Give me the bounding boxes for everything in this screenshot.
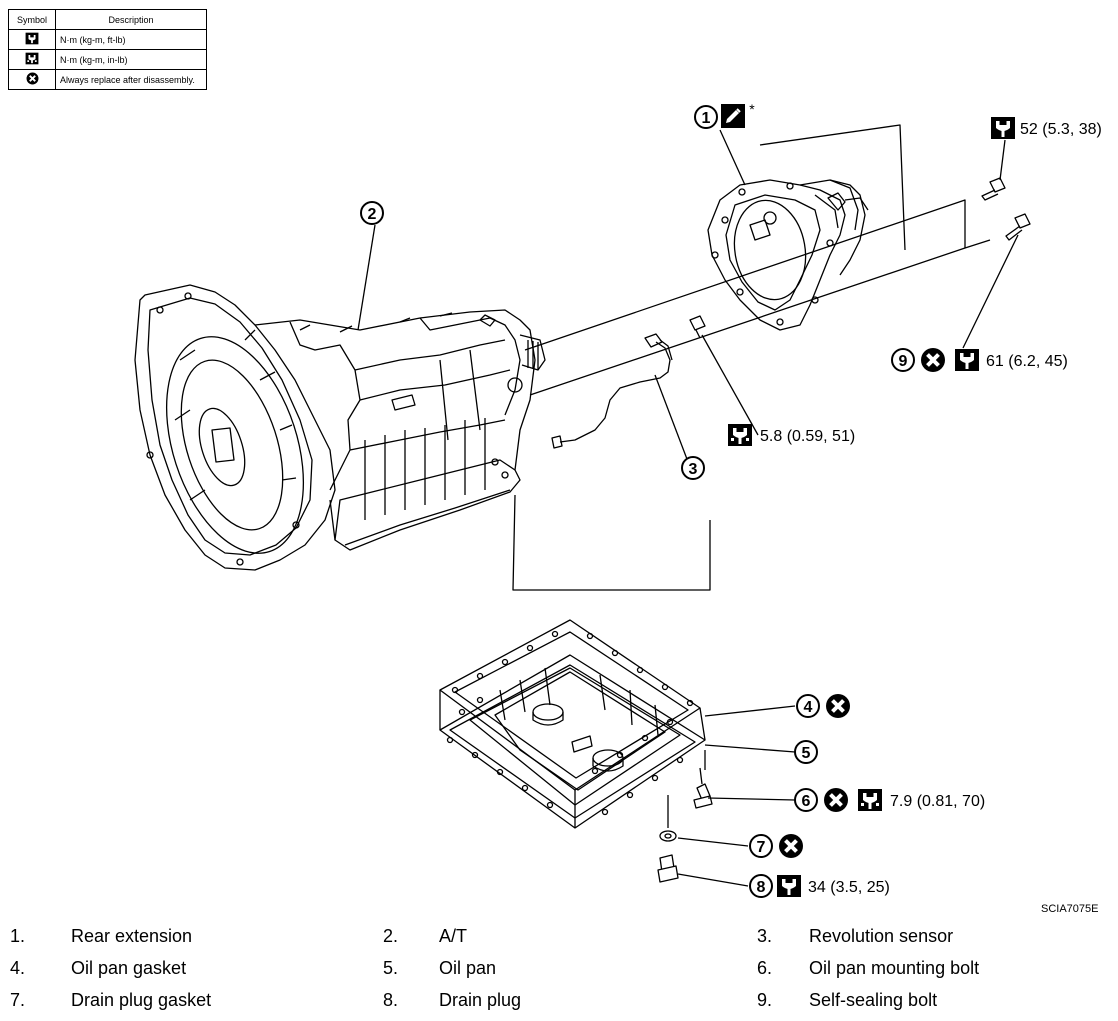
part-number: 5. — [383, 958, 399, 978]
part-name: Oil pan gasket — [71, 958, 187, 978]
legend-header-row: Symbol Description — [8, 9, 207, 30]
exploded-view-diagram: 1 * 2 3 4 5 6 — [134, 101, 1102, 898]
legend-row: N·m (kg-m, in-lb) — [8, 49, 207, 70]
callout-number: 9 — [899, 353, 908, 370]
legend-row: Always replace after disassembly. — [8, 69, 207, 90]
replace-after-disassembly-icon — [822, 786, 850, 814]
torque-wrench-small-icon — [858, 789, 882, 811]
callout-sensor-bolt: 5.8 (0.59, 51) — [728, 424, 855, 446]
part-number: 1. — [10, 926, 26, 946]
callout-number: 4 — [804, 699, 813, 716]
legend-symbol-cell — [8, 69, 56, 90]
replace-after-disassembly-icon — [777, 832, 805, 860]
callout-5: 5 — [794, 740, 818, 764]
torque-spec: 34 (3.5, 25) — [808, 879, 890, 896]
torque-wrench-icon — [25, 32, 39, 45]
callout-3: 3 — [681, 456, 705, 480]
part-name: Self-sealing bolt — [809, 990, 938, 1010]
callout-bolt-top: 52 (5.3, 38) — [991, 117, 1102, 139]
callout-8: 8 34 (3.5, 25) — [749, 874, 890, 898]
callout-number: 3 — [689, 461, 698, 478]
symbol-legend-table: Symbol Description N·m (kg-m, ft-lb) N·m… — [8, 9, 207, 90]
torque-spec: 61 (6.2, 45) — [986, 353, 1068, 370]
part-name: Oil pan — [439, 958, 497, 978]
callout-2: 2 — [360, 201, 384, 225]
torque-spec: 5.8 (0.59, 51) — [760, 428, 855, 445]
callout-number: 8 — [757, 879, 766, 896]
callout-4: 4 — [796, 692, 852, 720]
callout-star: * — [749, 101, 755, 117]
part-number: 7. — [10, 990, 26, 1010]
part-number: 4. — [10, 958, 26, 978]
callout-number: 1 — [702, 110, 711, 127]
torque-wrench-icon — [955, 349, 979, 371]
legend-symbol-cell — [8, 29, 56, 50]
callout-number: 7 — [757, 839, 766, 856]
legend-description: Always replace after disassembly. — [55, 69, 207, 90]
torque-spec: 7.9 (0.81, 70) — [890, 793, 985, 810]
torque-spec: 52 (5.3, 38) — [1020, 121, 1102, 138]
callout-9: 9 61 (6.2, 45) — [891, 346, 1068, 374]
part-name: Revolution sensor — [809, 926, 954, 946]
callout-1: 1 * — [694, 101, 755, 129]
part-name: Drain plug gasket — [71, 990, 212, 1010]
part-name: A/T — [439, 926, 468, 946]
torque-wrench-icon — [777, 875, 801, 897]
torque-wrench-icon — [991, 117, 1015, 139]
reference-code: SCIA7075E — [1041, 903, 1099, 915]
part-number: 8. — [383, 990, 399, 1010]
callout-number: 6 — [802, 793, 811, 810]
callout-6: 6 7.9 (0.81, 70) — [794, 786, 985, 814]
part-number: 9. — [757, 990, 773, 1010]
callout-7: 7 — [749, 832, 805, 860]
torque-wrench-small-icon — [25, 52, 39, 65]
part-name: Drain plug — [439, 990, 522, 1010]
transmission-drawing — [134, 124, 1031, 887]
replace-after-disassembly-icon — [919, 346, 947, 374]
apply-sealant-icon — [721, 104, 745, 128]
callout-number: 5 — [802, 745, 811, 762]
replace-after-disassembly-icon — [824, 692, 852, 720]
torque-wrench-small-icon — [728, 424, 752, 446]
part-name: Oil pan mounting bolt — [809, 958, 980, 978]
callout-number: 2 — [368, 206, 377, 223]
part-number: 6. — [757, 958, 773, 978]
part-number: 2. — [383, 926, 399, 946]
replace-after-disassembly-icon — [26, 72, 38, 85]
part-number: 3. — [757, 926, 773, 946]
part-name: Rear extension — [71, 926, 193, 946]
